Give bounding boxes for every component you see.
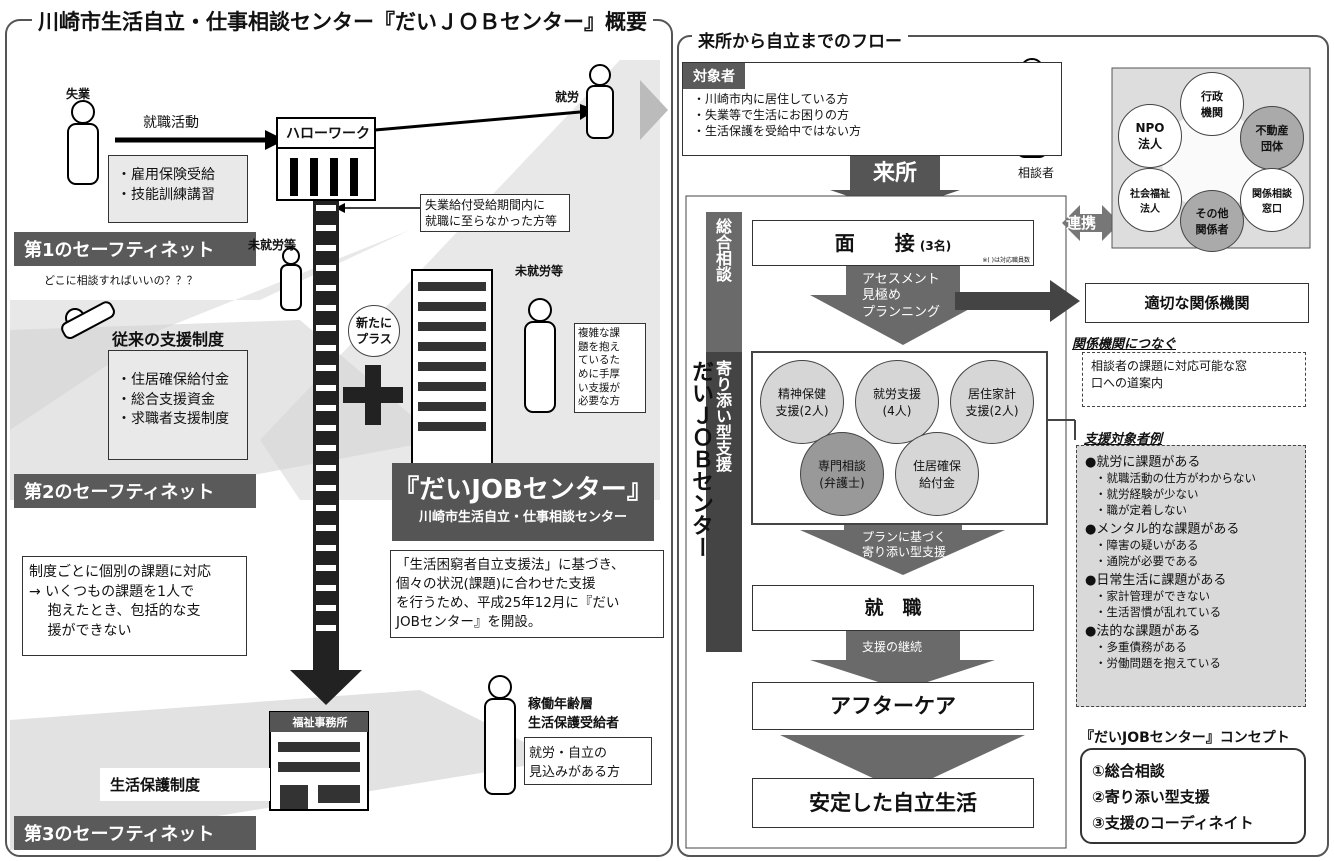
concept-box: ①総合相談 ②寄り添い型支援 ③支援のコーディネイト (1080, 748, 1306, 844)
cooperation-label: 連携 (1066, 214, 1097, 232)
center-name: 『だいJOBセンター』 (393, 475, 653, 505)
interview-note: ※( )は対応職員数 (982, 257, 1030, 264)
circle-housing-benefit: 住居確保 給付金 (895, 432, 979, 516)
partner-consult-window: 関係相談 窓口 (1240, 168, 1304, 232)
insurance-item: ・技能訓練講習 (117, 186, 215, 203)
plan-support-label: プランに基づく 寄り添い型支援 (861, 530, 946, 559)
visit-label: 来所 (872, 161, 917, 186)
not-employed-label-2: 未就労等 (515, 264, 564, 278)
appropriate-org-box: 適切な関係機関 (1085, 283, 1309, 323)
daijob-vertical-label: だいＪＯＢセンター (688, 360, 713, 558)
not-employed-label-1: 未就労等 (248, 238, 297, 252)
example-item: ・労働問題を抱えている (1095, 656, 1221, 670)
example-item: ・職が定着しない (1095, 503, 1187, 517)
net1-label: 第1のセーフティネット (14, 232, 256, 266)
new-plus-bubble: 新たに プラス (348, 305, 400, 357)
general-consult-label: 総合相談 (713, 218, 732, 282)
livelihood-label: 生活保護制度 (100, 768, 270, 801)
partner-admin: 行政 機関 (1180, 72, 1244, 136)
examples-title: 支援対象者例 (1084, 432, 1163, 447)
welfare-office-label: 福祉事務所 (292, 716, 348, 729)
consultant-label: 相談者 (1018, 166, 1055, 180)
insurance-item: ・雇用保険受給 (117, 167, 215, 183)
center-name-banner: 『だいJOBセンター』 川崎市生活自立・仕事相談センター (392, 463, 654, 541)
partner-social-welfare: 社会福祉 法人 (1118, 168, 1182, 232)
connect-title: 関係機関につなぐ (1072, 337, 1177, 352)
interview-box: 面 接 (3名) ※( )は対応職員数 (752, 220, 1034, 266)
not-found-note: 失業給付受給期間内に 就職に至らなかった方等 (420, 194, 570, 233)
target-item: ・生活保護を受給中ではない方 (693, 124, 862, 139)
concept-item: ①総合相談 (1092, 762, 1165, 780)
insurance-box: ・雇用保険受給 ・技能訓練講習 (108, 155, 248, 223)
law-note: 「生活困窮者自立支援法」に基づき、 個々の状況(課題)に合わせた支援 を行うため… (390, 550, 664, 638)
where-to-consult: どこに相談すればいいの？？？ (44, 274, 198, 287)
target-box: 対象者 ・川崎市内に居住している方 ・失業等で生活にお困りの方 ・生活保護を受給… (682, 62, 1062, 156)
center-subtitle: 川崎市生活自立・仕事相談センター (418, 510, 627, 525)
partner-npo: NPO 法人 (1118, 104, 1182, 168)
circle-legal: 専門相談 (弁護士) (800, 432, 884, 516)
page-title: 川崎市生活自立・仕事相談センター『だいＪＯＢセンター』概要 (32, 6, 653, 36)
individual-issue-box: 制度ごとに個別の課題に対応 → いくつもの課題を1人で 抱えたとき、包括的な支 … (22, 556, 247, 656)
circle-mental: 精神保健 支援(2人) (760, 360, 844, 444)
traditional-item: ・総合支援資金 (117, 391, 215, 408)
unemployed-label: 失業 (66, 87, 91, 101)
example-head: ●就労に課題がある (1085, 455, 1201, 470)
example-item: ・就職活動の仕方がわからない (1095, 471, 1256, 485)
example-head: ●メンタル的な課題がある (1085, 522, 1240, 537)
example-item: ・就労経験が少ない (1095, 487, 1199, 501)
close-support-label: 寄り添い型支援 (713, 360, 732, 472)
concept-title: 『だいJOBセンター』コンセプト (1080, 730, 1290, 746)
stable-life-box: 安定した自立生活 (752, 778, 1034, 828)
example-head: ●法的な課題がある (1085, 624, 1201, 639)
complex-note: 複雑な課 題を抱え ているた めに手厚 い支援が 必要な方 (574, 323, 646, 413)
net3-label: 第3のセーフティネット (14, 816, 256, 850)
connect-text: 相談者の課題に対応可能な窓 口への道案内 (1082, 352, 1306, 407)
aftercare-box: アフターケア (752, 682, 1034, 730)
individual-issue-arrow: → いくつもの課題を1人で 抱えたとき、包括的な支 援ができない (29, 583, 201, 639)
target-label: 対象者 (683, 63, 745, 89)
job-hunting-label: 就職活動 (143, 115, 199, 131)
employment-box: 就 職 (752, 585, 1034, 631)
example-item: ・障害の疑いがある (1095, 538, 1199, 552)
examples-box: ●就労に課題がある ・就職活動の仕方がわからない ・就労経験が少ない ・職が定着… (1076, 445, 1306, 707)
interview-label: 面 接 (834, 231, 915, 255)
flow-title: 来所から自立までのフロー (692, 27, 908, 52)
assessment-label: アセスメント 見極め プランニング (862, 272, 941, 320)
continue-support-label: 支援の継続 (862, 640, 923, 654)
partner-real-estate: 不動産 団体 (1240, 106, 1304, 170)
net2-label: 第2のセーフティネット (14, 474, 256, 508)
target-item: ・失業等で生活にお困りの方 (693, 108, 850, 123)
self-reliance-note: 就労・自立の 見込みがある方 (524, 737, 652, 785)
hellowork-label: ハローワーク (286, 126, 370, 142)
example-item: ・生活習慣が乱れている (1095, 605, 1222, 619)
individual-issue-text: 制度ごとに個別の課題に対応 (29, 564, 211, 580)
employed-label: 就労 (555, 90, 580, 104)
circle-housing-budget: 居住家計 支援(2人) (950, 360, 1034, 444)
circle-employment: 就労支援 (4人) (855, 360, 939, 444)
concept-item: ③支援のコーディネイト (1092, 814, 1254, 832)
example-item: ・通院が必要である (1095, 554, 1199, 568)
traditional-box: ・住居確保給付金 ・総合支援資金 ・求職者支援制度 (108, 350, 248, 460)
interview-count: (3名) (919, 239, 952, 253)
working-age-label: 稼働年齢層 生活保護受給者 (528, 697, 620, 731)
partner-others: その他 関係者 (1180, 190, 1244, 252)
target-item: ・川崎市内に居住している方 (693, 92, 849, 106)
traditional-system-label: 従来の支援制度 (112, 330, 225, 349)
example-item: ・多重債務がある (1095, 640, 1187, 654)
example-head: ●日常生活に課題がある (1085, 573, 1227, 588)
example-item: ・家計管理ができない (1095, 589, 1210, 603)
concept-item: ②寄り添い型支援 (1092, 788, 1210, 806)
traditional-item: ・求職者支援制度 (117, 411, 229, 428)
traditional-item: ・住居確保給付金 (117, 372, 229, 388)
